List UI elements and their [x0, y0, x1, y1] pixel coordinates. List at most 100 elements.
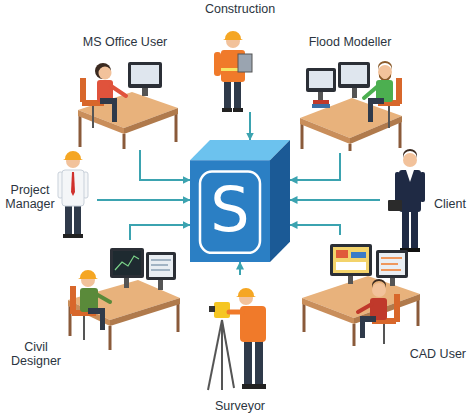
leg — [402, 210, 409, 250]
project-manager-figure — [58, 151, 88, 238]
shoe — [233, 108, 243, 112]
desk-front — [300, 118, 350, 144]
desk-front — [78, 110, 124, 134]
monitor-stand — [390, 278, 395, 286]
screen — [379, 253, 405, 275]
desk-leg — [417, 300, 420, 326]
desk-leg — [303, 304, 306, 332]
book — [313, 100, 329, 104]
screen — [131, 65, 159, 84]
monitor — [306, 68, 336, 92]
role-label: CAD User — [406, 347, 466, 361]
desk-front — [302, 298, 354, 324]
leg — [74, 205, 81, 236]
shoe — [410, 248, 420, 252]
monitor — [376, 250, 408, 278]
tablet — [238, 54, 252, 72]
leg — [411, 210, 418, 250]
shoe — [63, 234, 73, 238]
cad-user-desk — [302, 244, 420, 346]
leg — [224, 80, 231, 110]
role-node: Civil Designer — [2, 240, 182, 380]
logo-cube: S — [190, 140, 290, 262]
hard-hat — [78, 270, 98, 279]
connector-arrow — [239, 262, 241, 275]
role-label: MS Office User — [70, 35, 180, 49]
leg — [112, 100, 117, 122]
logo-letter: S — [190, 160, 270, 260]
leg — [65, 205, 72, 236]
chair-back — [394, 294, 400, 322]
screen — [149, 255, 173, 277]
office-desk — [78, 62, 178, 149]
screen-block — [351, 252, 366, 258]
role-label: Construction — [195, 2, 285, 16]
suit — [399, 170, 421, 212]
role-label: Project Manager — [2, 183, 58, 212]
tripod-leg — [222, 320, 234, 388]
leg — [100, 308, 105, 330]
role-node: CAD User — [295, 235, 470, 363]
leg — [244, 340, 252, 386]
monitor-stand — [124, 278, 129, 288]
role-label: Client — [426, 197, 466, 211]
screen — [333, 247, 369, 273]
hard-hat — [236, 288, 256, 297]
hard-hat — [223, 31, 243, 40]
flood-modeller-desk — [300, 61, 402, 151]
head — [403, 153, 417, 167]
chair-leg — [383, 324, 385, 344]
desk-leg — [175, 114, 178, 142]
monitor-stand — [348, 276, 353, 284]
connector-arrow — [140, 150, 190, 180]
chair-back — [80, 78, 86, 102]
leg — [360, 316, 365, 338]
shoe — [222, 108, 232, 112]
desk-side — [124, 108, 178, 134]
hair — [372, 279, 386, 288]
screen-line — [381, 263, 398, 265]
desk-leg — [399, 122, 402, 148]
screen-line — [381, 257, 402, 259]
leg — [234, 80, 241, 110]
shirt — [62, 170, 84, 206]
monitor — [330, 244, 372, 276]
role-node: Project Manager — [2, 145, 97, 240]
monitor — [146, 252, 176, 280]
shirt-collar — [406, 170, 414, 182]
hard-hat — [63, 151, 83, 160]
desk-leg — [109, 326, 112, 350]
desk-leg — [301, 124, 304, 149]
desk-top — [78, 92, 178, 128]
surveyor-figure — [208, 288, 266, 390]
desk-side — [110, 298, 180, 326]
desk-leg — [177, 304, 180, 332]
connector-arrow — [290, 199, 380, 201]
desk-top — [302, 276, 420, 318]
chair-leg — [92, 106, 94, 128]
desk-top — [300, 98, 402, 138]
head — [99, 67, 112, 80]
arm — [358, 304, 372, 312]
role-label: Surveyor — [200, 399, 280, 413]
desk-leg — [353, 324, 356, 346]
role-node: Surveyor — [200, 275, 282, 415]
chair-back — [70, 286, 76, 314]
connector-arrow — [290, 153, 340, 180]
monitor-stand — [352, 88, 357, 98]
arm — [111, 86, 126, 96]
desk-side — [350, 116, 402, 144]
desk-leg — [349, 144, 352, 151]
monitor-stand — [158, 280, 163, 290]
hair — [95, 63, 111, 79]
tie — [71, 172, 75, 196]
monitor — [338, 62, 370, 88]
head — [372, 283, 386, 297]
hair — [403, 149, 417, 158]
connector-arrow — [249, 112, 251, 140]
screen — [341, 65, 367, 84]
cube-front-face — [190, 160, 270, 262]
desk-leg — [123, 134, 126, 149]
chair-leg — [83, 316, 85, 340]
client-figure — [388, 149, 425, 252]
